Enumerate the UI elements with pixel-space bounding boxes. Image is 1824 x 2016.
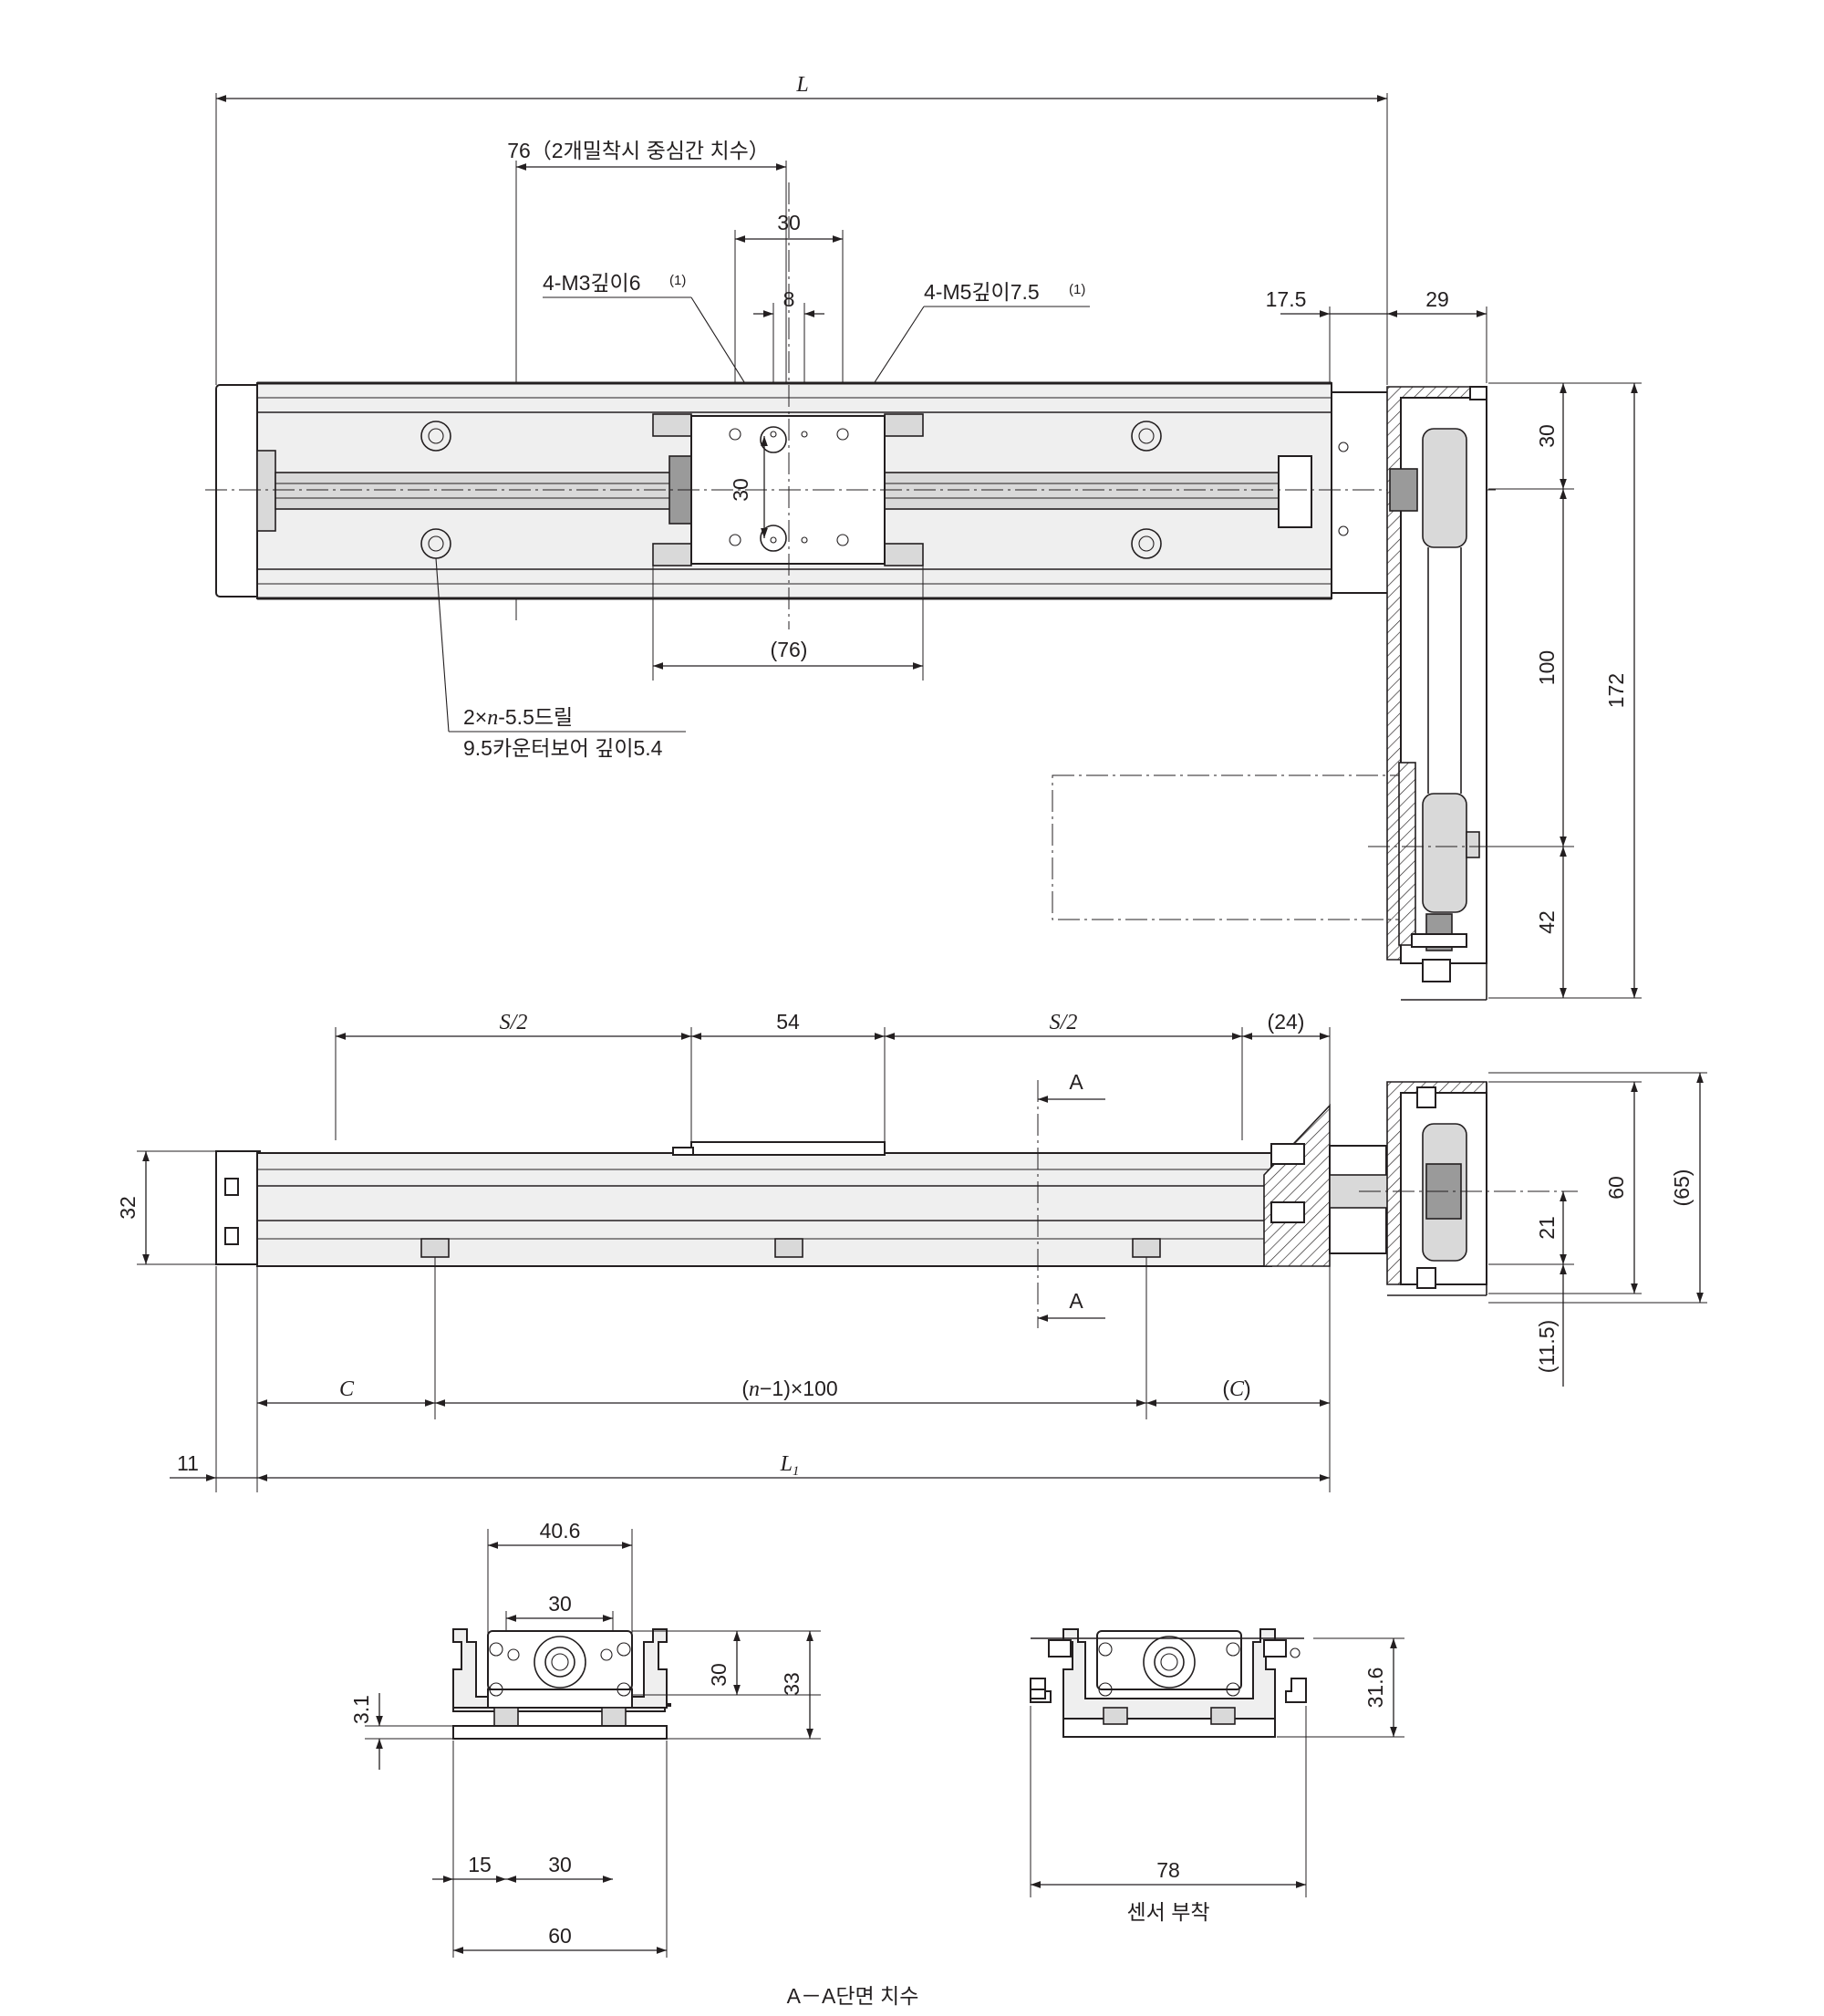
dim-76-paren: (76) — [771, 638, 808, 661]
callout-m5: 4-M5깊이7.5 — [924, 280, 1040, 304]
dim-30-vertical: 30 — [729, 478, 752, 502]
sensor-view: 31.6 78 센서 부착 — [1030, 1628, 1404, 1924]
top-view: L 76（2개밀착시 중심간 치수） 30 8 4-M3깊이6 (1) 4-M5… — [205, 73, 1496, 760]
dim-172: 172 — [1604, 673, 1628, 708]
table-holes — [729, 426, 849, 552]
dim-L-label: L — [795, 73, 808, 97]
dim-60-section: 60 — [548, 1924, 572, 1948]
dim-21: 21 — [1535, 1216, 1559, 1240]
dim-42: 42 — [1535, 910, 1559, 934]
section-caption: A－A단면 치수 — [787, 1984, 919, 2008]
end-holes — [1338, 442, 1349, 536]
sensor-caption: 센서 부착 — [1126, 1900, 1209, 1924]
dim-S2-left: S/2 — [500, 1011, 528, 1034]
dim-11-5: (11.5) — [1535, 1320, 1559, 1373]
dim-40-6: 40.6 — [540, 1519, 581, 1543]
dim-C: C — [339, 1377, 355, 1401]
dim-54: 54 — [776, 1010, 800, 1034]
dim-30-side: 30 — [1535, 424, 1559, 448]
dim-30-upper: 30 — [548, 1592, 572, 1616]
dim-30-lower: 30 — [548, 1853, 572, 1876]
dim-pitch: (n−1)×100 — [741, 1377, 837, 1401]
front-view: S/2 54 S/2 (24) — [116, 1010, 1707, 1492]
dim-S2-right: S/2 — [1050, 1011, 1078, 1034]
dim-C-paren: (C) — [1222, 1377, 1250, 1401]
dim-L1: L1 — [780, 1452, 800, 1479]
dim-78: 78 — [1156, 1858, 1180, 1882]
dim-30-height: 30 — [707, 1663, 731, 1687]
section-screws — [489, 1642, 631, 1697]
dim-32: 32 — [116, 1196, 140, 1220]
section-A-bottom: A — [1069, 1289, 1083, 1313]
dim-60-side: 60 — [1604, 1176, 1628, 1200]
section-A-top: A — [1069, 1070, 1083, 1094]
callout-m3-note: (1) — [669, 273, 686, 288]
dim-31-6: 31.6 — [1363, 1668, 1387, 1709]
dim-76-note: 76（2개밀착시 중심간 치수） — [507, 139, 770, 162]
callout-drill-line1: 2×n-5.5드릴 — [463, 705, 573, 730]
callout-m5-note: (1) — [1069, 282, 1085, 297]
callout-m3: 4-M3깊이6 — [543, 271, 641, 295]
dim-3-1: 3.1 — [349, 1695, 373, 1724]
callout-drill-line2: 9.5카운터보어 깊이5.4 — [463, 736, 663, 760]
dim-65: (65) — [1670, 1169, 1694, 1207]
side-view: 17.5 29 30 100 172 42 — [1052, 287, 1642, 1001]
sensor-screws — [1098, 1642, 1240, 1697]
dim-17-5: 17.5 — [1266, 287, 1307, 311]
dim-29: 29 — [1425, 287, 1449, 311]
dim-11: 11 — [177, 1451, 199, 1475]
dim-33: 33 — [780, 1672, 803, 1696]
dim-24: (24) — [1268, 1010, 1305, 1034]
section-view: 40.6 30 30 33 3.1 — [349, 1519, 918, 2008]
dim-15: 15 — [468, 1853, 492, 1876]
front-feet — [420, 1238, 1161, 1258]
dim-100: 100 — [1535, 650, 1559, 685]
